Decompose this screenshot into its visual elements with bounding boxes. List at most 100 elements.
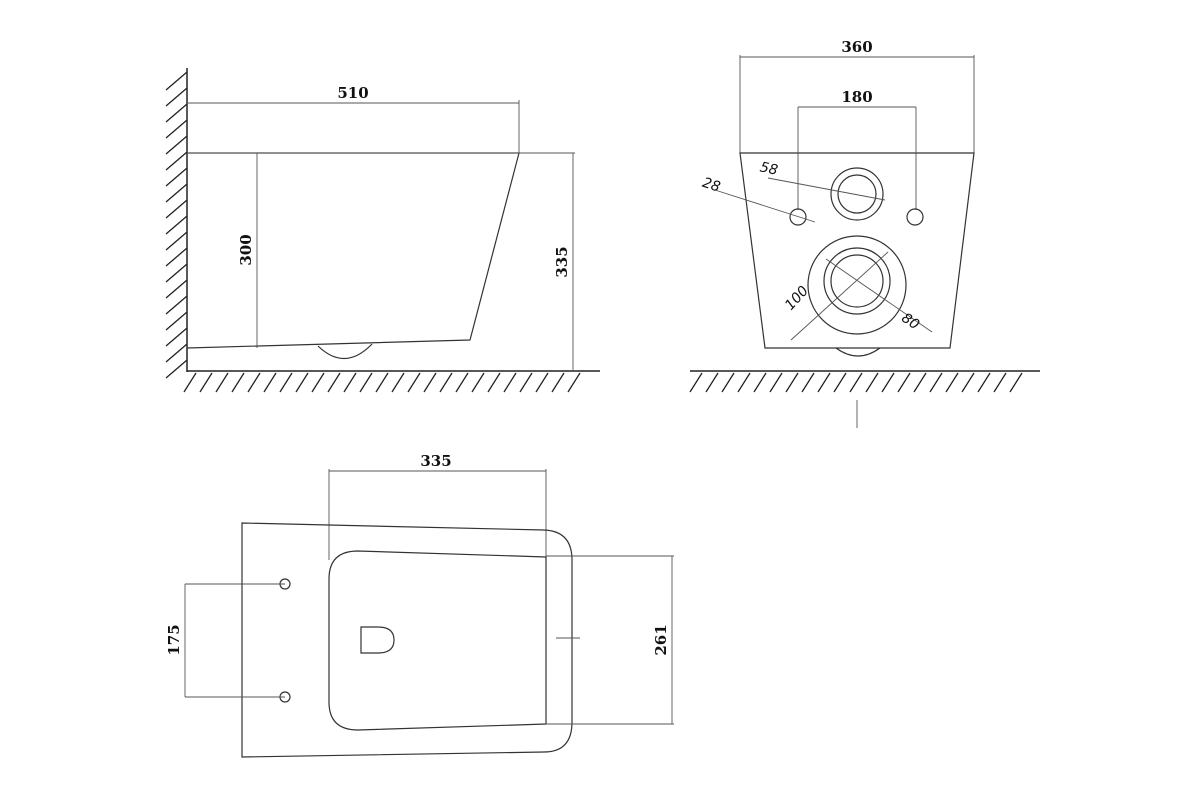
hatch-mark [961, 372, 975, 393]
floor-hatch-back [689, 372, 1023, 393]
hatch-mark [165, 151, 188, 171]
hatch-mark [165, 119, 188, 139]
hatch-mark [551, 372, 565, 393]
seat-hinge [360, 626, 395, 654]
outlet-inner [830, 254, 884, 308]
hatch-mark [165, 279, 188, 299]
hatch-mark [487, 372, 501, 393]
dim-510-label: 510 [337, 84, 368, 102]
hatch-mark [165, 167, 188, 187]
hatch-mark [165, 87, 188, 107]
hatch-mark [1009, 372, 1023, 393]
hatch-mark [535, 372, 549, 393]
top-view: 335 175 261 [165, 452, 674, 758]
hatch-mark [165, 231, 188, 251]
dim-28-label: 28 [700, 175, 722, 196]
hatch-mark [279, 372, 293, 393]
hatch-mark [945, 372, 959, 393]
hatch-mark [165, 135, 188, 155]
hatch-mark [689, 372, 703, 393]
top-seat-outline [328, 550, 547, 731]
hatch-mark [567, 372, 581, 393]
hatch-mark [165, 311, 188, 331]
hatch-mark [165, 327, 188, 347]
dim-180-label: 180 [841, 88, 872, 106]
leader-58 [767, 177, 886, 201]
hatch-mark [897, 372, 911, 393]
hatch-mark [785, 372, 799, 393]
dim-335-top-label: 335 [420, 452, 451, 470]
hatch-mark [165, 71, 188, 91]
dim-80-label: 80 [898, 310, 922, 333]
hatch-mark [215, 372, 229, 393]
wall-hatch [165, 71, 188, 379]
hatch-mark [423, 372, 437, 393]
hatch-mark [247, 372, 261, 393]
hatch-mark [165, 215, 188, 235]
hatch-mark [753, 372, 767, 393]
hatch-mark [769, 372, 783, 393]
hatch-mark [817, 372, 831, 393]
water-inlet-outer [830, 167, 884, 221]
hatch-mark [929, 372, 943, 393]
hatch-mark [263, 372, 277, 393]
hatch-mark [913, 372, 927, 393]
hatch-mark [343, 372, 357, 393]
dim-58-label: 58 [758, 159, 779, 178]
hatch-mark [199, 372, 213, 393]
hatch-mark [407, 372, 421, 393]
hatch-mark [165, 343, 188, 363]
hatch-mark [231, 372, 245, 393]
water-inlet-inner [837, 174, 877, 214]
dim-261-label: 261 [652, 624, 670, 655]
leader-100 [790, 251, 889, 341]
hatch-mark [519, 372, 533, 393]
hatch-mark [311, 372, 325, 393]
hatch-mark [503, 372, 517, 393]
leader-28 [714, 189, 816, 223]
side-view: 510 300 335 [165, 68, 600, 393]
hatch-mark [391, 372, 405, 393]
dim-300-label: 300 [237, 234, 255, 265]
floor-hatch-side [183, 372, 581, 393]
hatch-mark [737, 372, 751, 393]
hatch-mark [359, 372, 373, 393]
hatch-mark [705, 372, 719, 393]
hatch-mark [165, 247, 188, 267]
bolt-hole-left [789, 208, 807, 226]
hatch-mark [165, 183, 188, 203]
hatch-mark [801, 372, 815, 393]
hatch-mark [165, 295, 188, 315]
top-body-outline [241, 522, 573, 758]
back-body-outline [739, 152, 975, 349]
hatch-mark [165, 263, 188, 283]
outlet-ring [823, 247, 891, 315]
hatch-mark [439, 372, 453, 393]
dim-335-side-label: 335 [553, 246, 571, 277]
hatch-mark [165, 103, 188, 123]
outlet-outer [807, 235, 907, 335]
hatch-mark [833, 372, 847, 393]
dim-360-label: 360 [841, 38, 872, 56]
hatch-mark [721, 372, 735, 393]
hatch-mark [455, 372, 469, 393]
hatch-mark [881, 372, 895, 393]
bolt-hole-right [906, 208, 924, 226]
side-bowl-foot [317, 343, 373, 360]
dim-175-label: 175 [165, 624, 183, 655]
hatch-mark [977, 372, 991, 393]
hatch-mark [471, 372, 485, 393]
back-body-foot [835, 347, 881, 357]
hatch-mark [165, 199, 188, 219]
hatch-mark [295, 372, 309, 393]
back-view: 360 180 58 28 100 80 [689, 38, 1040, 428]
hatch-mark [849, 372, 863, 393]
hatch-mark [165, 359, 188, 379]
hatch-mark [375, 372, 389, 393]
leader-80 [825, 258, 933, 333]
hatch-mark [183, 372, 197, 393]
hatch-mark [993, 372, 1007, 393]
hatch-mark [865, 372, 879, 393]
hatch-mark [327, 372, 341, 393]
